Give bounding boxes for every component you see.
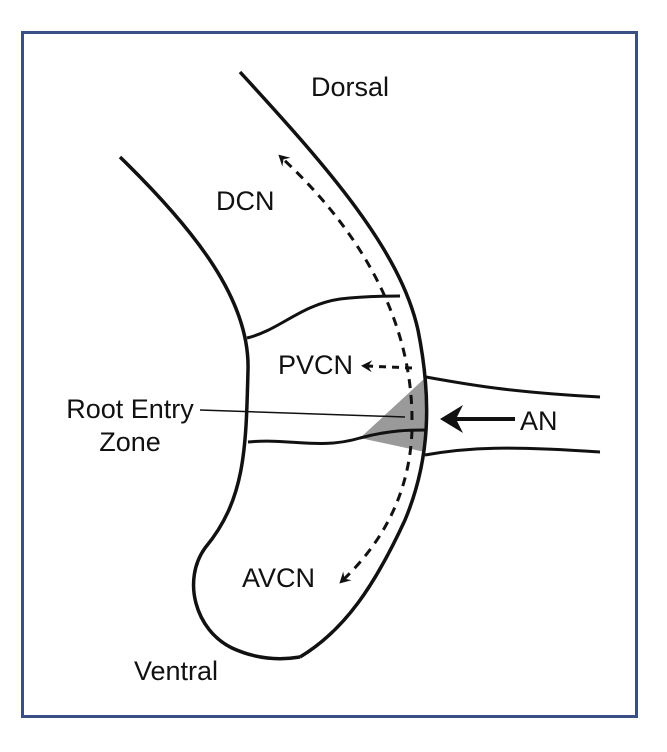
an-arrow-head <box>440 405 463 433</box>
auditory-nerve-lower <box>424 446 601 457</box>
dcn-projection-arrow <box>278 154 414 421</box>
label-avcn: AVCN <box>242 563 316 593</box>
label-root-entry-zone-line1: Root Entry <box>66 394 194 424</box>
pvcn-avcn-boundary <box>247 428 426 445</box>
inner-boundary <box>118 155 301 661</box>
label-dorsal: Dorsal <box>311 72 390 102</box>
auditory-nerve-upper <box>425 375 601 399</box>
diagram-frame <box>21 31 638 718</box>
outer-boundary <box>238 70 429 659</box>
label-root-entry-zone-line2: Zone <box>99 427 161 457</box>
label-an: AN <box>520 406 558 436</box>
root-entry-pointer <box>199 409 406 418</box>
label-root-entry-zone: Root Entry Zone <box>60 393 200 459</box>
dcn-pvcn-boundary <box>246 294 401 340</box>
label-dcn: DCN <box>216 186 275 216</box>
pvcn-projection-arrow <box>361 360 413 373</box>
label-pvcn: PVCN <box>278 350 354 380</box>
avcn-projection-arrow <box>339 429 414 584</box>
root-entry-zone-shading <box>360 378 425 452</box>
label-ventral: Ventral <box>134 656 219 686</box>
